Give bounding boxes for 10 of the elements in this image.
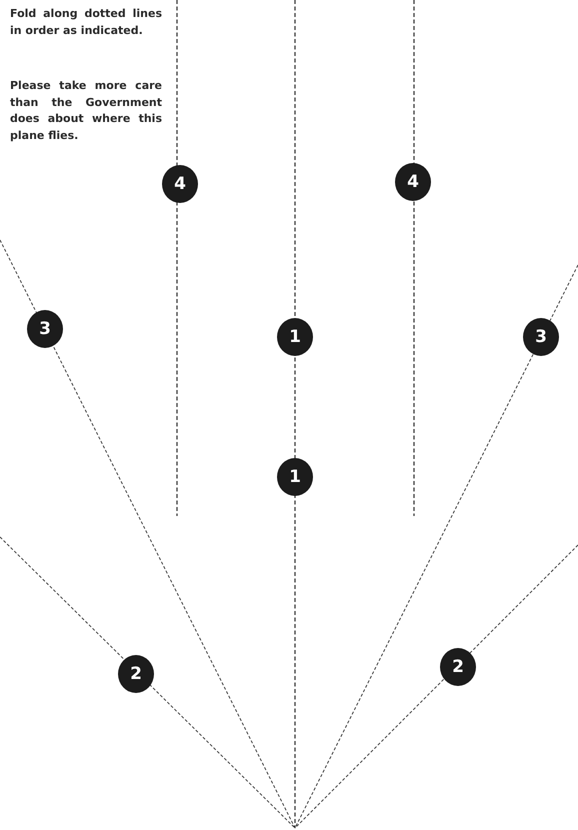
step-number: 3 bbox=[523, 318, 559, 356]
instruction-text: Fold along dotted lines in order as indicated. bbox=[10, 6, 162, 38]
step-number: 4 bbox=[395, 163, 431, 201]
note-text: Please take more care than the Government does about where this plane flies. bbox=[10, 78, 162, 144]
step-number: 1 bbox=[277, 458, 313, 496]
step-number: 4 bbox=[162, 165, 198, 203]
step-number: 2 bbox=[440, 648, 476, 686]
step-number: 3 bbox=[27, 310, 63, 348]
step-number: 1 bbox=[277, 318, 313, 356]
step-number: 2 bbox=[118, 655, 154, 693]
